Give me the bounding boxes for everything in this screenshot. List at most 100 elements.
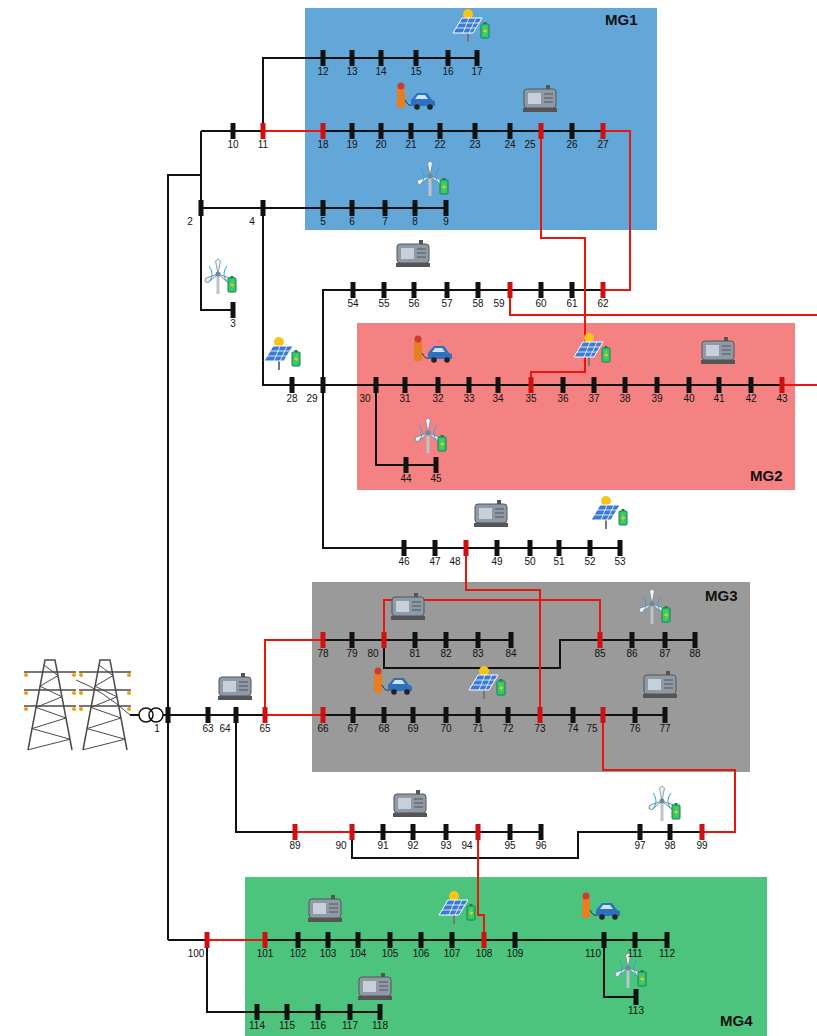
bus-number: 14 — [375, 67, 386, 77]
charger-post — [582, 898, 590, 918]
feeder-line — [323, 714, 665, 716]
insulator — [79, 673, 83, 677]
bus-bar — [166, 707, 171, 723]
bus-bar — [412, 282, 417, 298]
wind-waves — [643, 596, 661, 612]
pv-battery-icon — [574, 333, 610, 366]
car-wheel — [427, 104, 433, 110]
insulator — [24, 691, 28, 695]
bus-number: 41 — [713, 394, 724, 404]
bus-number: 23 — [469, 140, 480, 150]
wind-battery-icon — [204, 259, 236, 294]
bus-number: 112 — [659, 949, 675, 959]
generator-vent — [379, 990, 388, 991]
bus-number: 70 — [440, 724, 451, 734]
bus-number: 102 — [290, 949, 307, 959]
bus-number: 16 — [442, 67, 453, 77]
turbine-tower — [427, 435, 430, 453]
generator-icon — [396, 240, 430, 267]
bus-bar — [539, 824, 544, 840]
charger-lamp — [415, 336, 422, 343]
bus-bar — [321, 707, 326, 723]
bus-bar — [601, 707, 606, 723]
car-window — [392, 680, 405, 684]
bus-number: 79 — [346, 649, 357, 659]
bus-number: 111 — [627, 949, 642, 959]
wind-battery-icon — [416, 161, 448, 196]
bus-number: 113 — [628, 1006, 644, 1016]
bus-bar — [419, 932, 424, 948]
turbine-tower — [217, 276, 220, 294]
bus-bar — [475, 50, 480, 66]
generator-vent — [495, 509, 504, 510]
bus-number: 29 — [306, 394, 317, 404]
car-window — [600, 905, 613, 909]
bus-number: 74 — [567, 724, 578, 734]
bus-number: 39 — [651, 394, 662, 404]
generator-vent — [414, 803, 423, 804]
bus-bar — [464, 540, 469, 556]
generator-vent — [722, 354, 731, 355]
bus-bar — [668, 824, 673, 840]
bus-number: 64 — [219, 724, 230, 734]
bus-bar — [379, 50, 384, 66]
bus-bar — [557, 540, 562, 556]
bus-number: 77 — [659, 724, 670, 734]
generator-base — [523, 108, 557, 112]
car-wheel — [431, 357, 437, 363]
bus-number: 68 — [378, 724, 389, 734]
bus-bar — [630, 632, 635, 648]
generator-vent — [239, 690, 248, 691]
solar-panel — [453, 18, 482, 33]
tower-bracing — [28, 665, 70, 750]
bus-number: 71 — [472, 724, 483, 734]
bus-bar — [434, 457, 439, 473]
region-grounds — [245, 8, 795, 1036]
bus-bar — [633, 707, 638, 723]
generator-vent — [722, 346, 731, 347]
bus-bar — [402, 540, 407, 556]
bus-number: 98 — [664, 841, 675, 851]
battery-body — [228, 278, 236, 292]
bus-number: 25 — [524, 140, 535, 150]
bus-number: 114 — [249, 1021, 265, 1031]
bus-bar — [263, 707, 268, 723]
region-title: MG4 — [720, 1013, 753, 1028]
bus-number: 1 — [154, 724, 160, 734]
bus-bar — [321, 123, 326, 139]
bus-number: 82 — [440, 649, 451, 659]
bus-bar — [539, 282, 544, 298]
bus-number: 44 — [400, 474, 411, 484]
bus-number: 43 — [776, 394, 787, 404]
bus-bar — [263, 932, 268, 948]
generator-vent — [664, 688, 673, 689]
car-wheel — [404, 689, 410, 695]
bus-number: 12 — [317, 67, 328, 77]
bus-bar — [450, 932, 455, 948]
solar-panel — [469, 675, 498, 690]
feeder-line — [265, 939, 667, 941]
panel-grid — [577, 342, 600, 357]
ev-charger-icon — [414, 336, 452, 363]
generator-base — [643, 694, 677, 698]
bus-bar — [444, 824, 449, 840]
bus-bar — [476, 282, 481, 298]
microgrid-area — [305, 8, 657, 230]
generator-vent — [722, 350, 731, 351]
bus-bar — [326, 932, 331, 948]
panel-grid — [442, 900, 465, 915]
battery-body — [440, 180, 448, 194]
turbine-hub — [626, 966, 631, 971]
feeder-line — [323, 385, 620, 548]
bus-number: 67 — [347, 724, 358, 734]
battery-bolt — [499, 683, 504, 693]
insulator — [72, 673, 76, 677]
bus-number: 60 — [535, 299, 546, 309]
bus-bar — [321, 50, 326, 66]
bus-number: 84 — [505, 649, 516, 659]
generator-icon — [523, 85, 557, 112]
generator-vent — [414, 799, 423, 800]
bus-bar — [413, 200, 418, 216]
generator-vent — [414, 807, 423, 808]
